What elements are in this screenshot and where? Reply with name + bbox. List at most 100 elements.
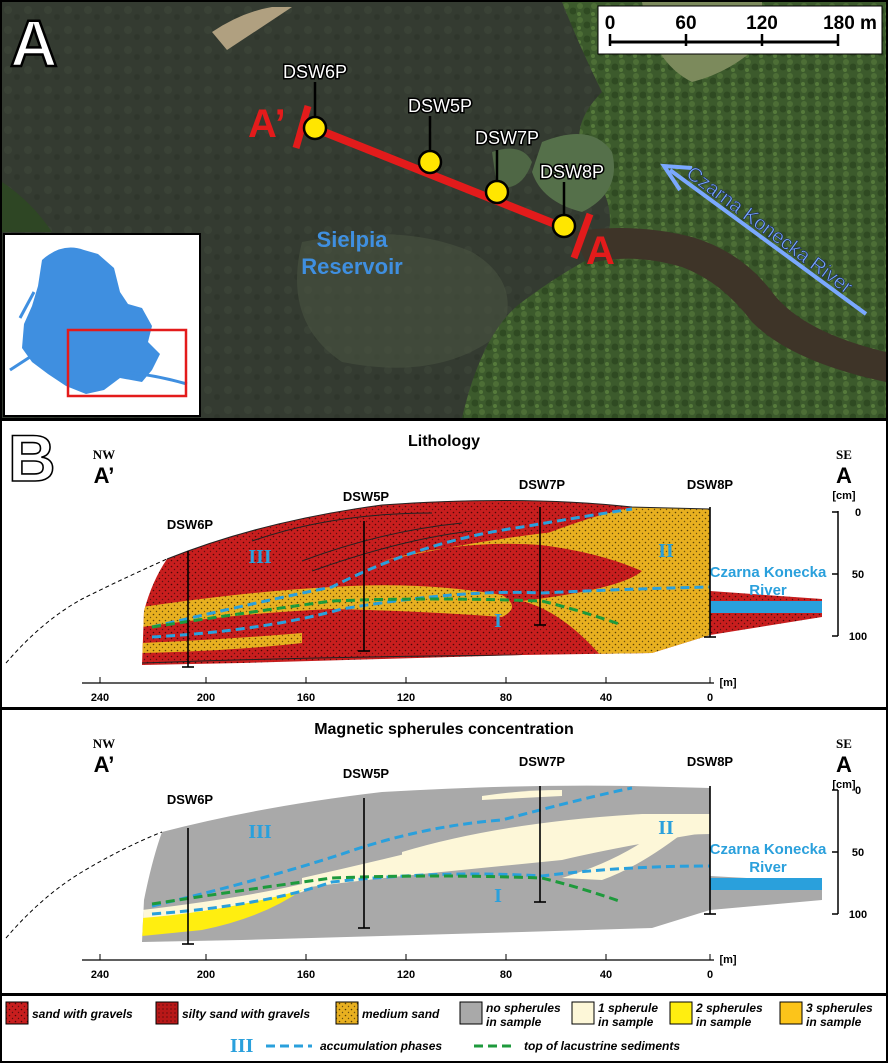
section-well-dsw6p-label: DSW6P xyxy=(167,517,214,532)
river-label-line-1: Czarna Konecka xyxy=(710,564,827,581)
ground-surface-dashed xyxy=(5,558,168,664)
legend-sand-with-gravels: sand with gravels xyxy=(5,1001,133,1025)
well-dsw8p-marker xyxy=(551,213,577,239)
legend-text-accumulation: accumulation phases xyxy=(320,1039,442,1053)
phase-label-i-2: I xyxy=(494,885,502,907)
ground-surface-dashed-2 xyxy=(5,831,163,939)
section-well-dsw5p: DSW5P xyxy=(343,489,389,652)
well-dsw7p: DSW7P xyxy=(473,127,541,205)
spherules-title: Magnetic spherules concentration xyxy=(314,721,574,738)
dist2-label-160: 160 xyxy=(297,969,315,981)
section-end-label: A xyxy=(586,229,615,273)
panel-a-letter: A xyxy=(10,6,58,80)
dist-label-80: 80 xyxy=(500,692,512,704)
se-label: SE xyxy=(836,447,852,462)
nw-label-2: NW xyxy=(93,736,115,751)
depth-label-0: 0 xyxy=(855,507,861,519)
dist-label-160: 160 xyxy=(297,692,315,704)
spherule-well-dsw8p: DSW8P xyxy=(687,754,733,915)
dist2-label-0: 0 xyxy=(707,969,713,981)
river-label-2-line-1: Czarna Konecka xyxy=(710,841,827,858)
sandbar xyxy=(212,7,292,50)
dist-label-0: 0 xyxy=(707,692,713,704)
well-dsw7p-marker xyxy=(484,179,510,205)
inset-map xyxy=(3,233,201,417)
section-well-dsw7p-label: DSW7P xyxy=(519,477,566,492)
spherule-well-dsw6p-label: DSW6P xyxy=(167,792,214,807)
panel-a-map: A 0 60 120 180 m Sielpia Reservoir xyxy=(2,2,886,418)
a-prime-label: A’ xyxy=(94,463,115,488)
well-dsw5p: DSW5P xyxy=(406,95,474,175)
spherules-svg: Magnetic spherules concentration NW A’ S… xyxy=(5,721,867,981)
phase-label-ii-2: II xyxy=(658,817,674,839)
spherule-well-dsw5p-label: DSW5P xyxy=(343,766,390,781)
legend-no-spherules: no spherules in sample xyxy=(459,1001,561,1029)
legend-text-two-spherules-1: 2 spherules xyxy=(695,1001,763,1015)
legend-swatch-two-spherules xyxy=(669,1001,693,1025)
legend-text-medium-sand: medium sand xyxy=(362,1007,440,1021)
medium-sand-lower xyxy=(142,633,302,653)
lithology-svg: B Lithology NW A’ SE A [cm] 0 50 100 xyxy=(5,421,867,704)
depth-label-50-2: 50 xyxy=(852,847,864,859)
one-spherule-wedge xyxy=(562,826,692,880)
well-dsw5p-marker xyxy=(417,149,443,175)
lacustrine-top-line xyxy=(151,597,623,629)
legend-text-three-spherules-2: in sample xyxy=(806,1015,862,1029)
one-spherule-thin xyxy=(482,790,562,800)
delta-island-small xyxy=(492,148,532,188)
lithology-body xyxy=(142,500,822,665)
one-spherule-zone-mid xyxy=(402,814,710,868)
legend: sand with gravels silty sand with gravel… xyxy=(2,996,886,1061)
legend-swatch-sand-gravels xyxy=(5,1001,29,1025)
section-start-label: A’ xyxy=(248,102,286,146)
silty-sand-base xyxy=(142,500,822,665)
a-prime-label-2: A’ xyxy=(94,752,115,777)
accumulation-line-lower xyxy=(151,585,711,639)
inset-inflow-2 xyxy=(9,355,31,372)
distance-axis-2: 240 200 160 120 80 40 0 [m] xyxy=(82,954,737,981)
se-label-2: SE xyxy=(836,736,852,751)
legend-text-silty-sand: silty sand with gravels xyxy=(182,1007,310,1021)
phase-label-ii: II xyxy=(658,540,674,562)
section-end-cap-left xyxy=(292,105,312,149)
river-arrow-shaft xyxy=(668,168,868,316)
a-label: A xyxy=(836,463,852,488)
spherule-well-dsw7p-label: DSW7P xyxy=(519,754,566,769)
legend-accumulation-phases: III accumulation phases xyxy=(230,1035,442,1057)
depth-label-50: 50 xyxy=(852,569,864,581)
cross-section-line xyxy=(312,124,572,234)
medium-sand-middle xyxy=(142,585,512,627)
river-label-2-line-2: River xyxy=(749,859,787,876)
legend-text-lacustrine: top of lacustrine sediments xyxy=(524,1039,680,1053)
spherules-body xyxy=(142,785,822,942)
dist2-label-240: 240 xyxy=(91,969,109,981)
section-well-dsw6p: DSW6P xyxy=(167,517,214,668)
legend-text-no-spherules-2: in sample xyxy=(486,1015,542,1029)
section-end-cap-right xyxy=(570,212,594,260)
left-shore xyxy=(2,182,52,232)
inset-inflow xyxy=(18,291,36,319)
depth-label-0-2: 0 xyxy=(855,785,861,797)
dist2-label-200: 200 xyxy=(197,969,215,981)
dist2-unit: [m] xyxy=(719,954,736,966)
reservoir-label-line-1: Sielpia xyxy=(317,227,389,252)
depth-scale-2: [cm] 0 50 100 xyxy=(832,779,867,921)
river-label-line-2: River xyxy=(749,582,787,599)
inset-river xyxy=(119,370,188,386)
legend-lacustrine-top: top of lacustrine sediments xyxy=(474,1039,680,1053)
spherule-well-dsw7p: DSW7P xyxy=(519,754,566,903)
section-well-dsw7p: DSW7P xyxy=(519,477,566,626)
dist-unit: [m] xyxy=(719,677,736,689)
inset-reservoir-shape xyxy=(22,247,160,394)
panel-b-letter: B xyxy=(8,421,56,495)
scale-label-180: 180 m xyxy=(823,13,877,34)
well-dsw5p-label: DSW5P xyxy=(408,96,472,116)
panel-b-spherules: Magnetic spherules concentration NW A’ S… xyxy=(2,710,886,993)
depth-scale: [cm] 0 50 100 xyxy=(832,490,867,643)
legend-svg: sand with gravels silty sand with gravel… xyxy=(5,1001,873,1057)
section-well-dsw8p: DSW8P xyxy=(687,477,733,638)
gravel-lens-3 xyxy=(311,530,473,572)
spherule-well-dsw5p: DSW5P xyxy=(343,766,390,929)
spherule-well-dsw6p: DSW6P xyxy=(167,792,214,945)
legend-swatch-medium-sand xyxy=(335,1001,359,1025)
